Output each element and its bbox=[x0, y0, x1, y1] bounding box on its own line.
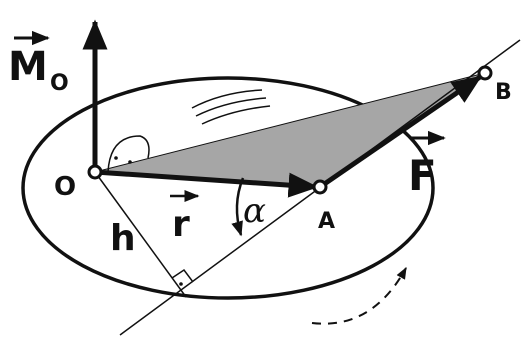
position-vector bbox=[94, 169, 319, 198]
shine-mark bbox=[191, 89, 263, 109]
right-angle-dot bbox=[179, 282, 183, 286]
right-angle-marker-icon bbox=[171, 268, 194, 283]
point-a-label: A bbox=[318, 209, 335, 234]
dashed-curved-arrow-icon bbox=[311, 266, 407, 325]
shine-mark bbox=[201, 105, 271, 125]
moment-subscript: O bbox=[50, 71, 69, 96]
lever-arm-line bbox=[94, 171, 187, 298]
right-angle-dot bbox=[114, 156, 118, 160]
angle-arc bbox=[231, 177, 245, 237]
force-label: F bbox=[408, 151, 437, 200]
point-b-label: B bbox=[495, 80, 512, 105]
origin-label: O bbox=[54, 172, 76, 202]
rigid-body-ellipse bbox=[21, 76, 435, 300]
force-vector bbox=[318, 74, 483, 190]
right-angle-marker-icon bbox=[107, 135, 150, 173]
right-angle-dot bbox=[128, 160, 132, 164]
moment-label: M bbox=[8, 44, 48, 90]
angle-label: α bbox=[243, 191, 266, 231]
point-b bbox=[477, 65, 493, 81]
lever-arm-label: h bbox=[110, 218, 136, 259]
shine-mark bbox=[195, 97, 267, 117]
point-a bbox=[312, 179, 328, 195]
position-vector-label: r bbox=[172, 204, 190, 245]
point-o bbox=[87, 164, 103, 180]
